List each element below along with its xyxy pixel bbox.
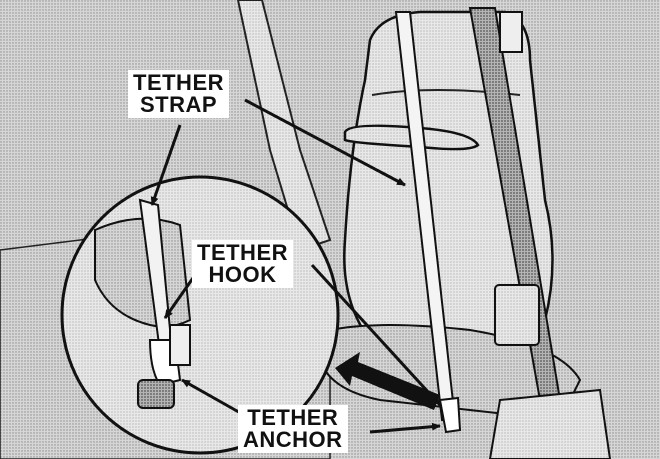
- label-tether-anchor-line1: TETHER: [243, 407, 343, 429]
- label-tether-strap-line2: STRAP: [133, 94, 224, 116]
- label-tether-hook-line2: HOOK: [197, 264, 288, 286]
- label-tether-hook-line1: TETHER: [197, 242, 288, 264]
- label-tether-strap-line1: TETHER: [133, 72, 224, 94]
- label-tether-strap: TETHER STRAP: [128, 70, 229, 118]
- belt-buckle: [495, 285, 539, 345]
- inset-anchor: [138, 380, 174, 408]
- belt-base: [490, 390, 610, 459]
- label-tether-hook: TETHER HOOK: [192, 240, 293, 288]
- inset-bracket: [170, 325, 190, 365]
- belt-retractor-top: [500, 12, 522, 52]
- label-tether-anchor: TETHER ANCHOR: [238, 405, 348, 453]
- label-tether-anchor-line2: ANCHOR: [243, 429, 343, 451]
